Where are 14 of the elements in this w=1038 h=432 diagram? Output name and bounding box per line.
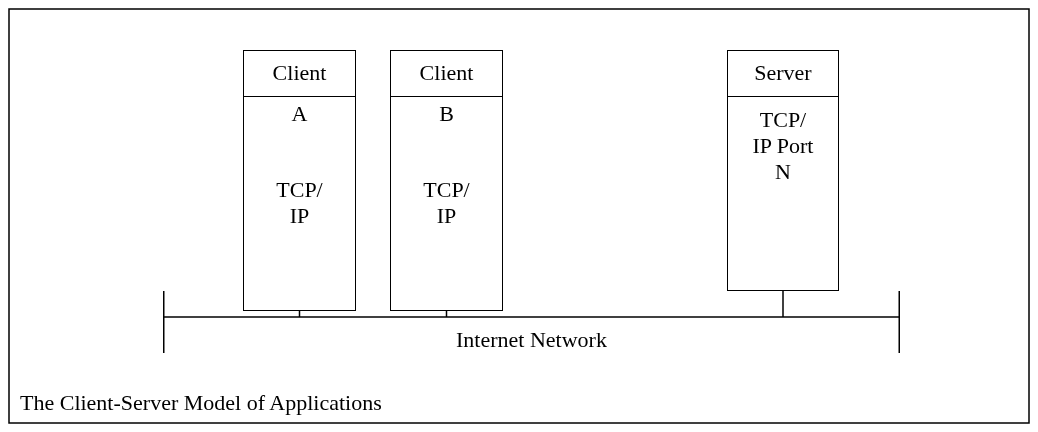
component-box [727, 50, 839, 291]
box-label: B [438, 101, 455, 127]
box-label: TCP/ IP [422, 177, 471, 229]
connector-line [782, 290, 784, 318]
box-label: A [290, 101, 309, 127]
box-heading: Client [391, 51, 502, 97]
box-heading: Server [728, 51, 838, 97]
network-label: Internet Network [456, 327, 607, 352]
component-box [243, 50, 356, 311]
box-heading: Client [244, 51, 355, 97]
component-box [390, 50, 503, 311]
box-label: TCP/ IP Port N [751, 107, 815, 185]
caption: The Client-Server Model of Applications [20, 390, 382, 416]
box-label: TCP/ IP [275, 177, 324, 229]
